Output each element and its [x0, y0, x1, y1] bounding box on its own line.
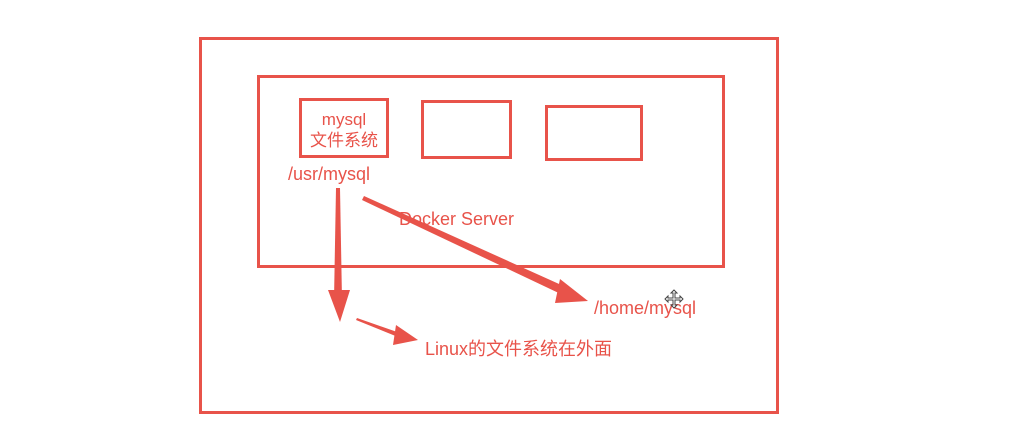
- diagonal-arrow-shaft: [362, 196, 568, 296]
- down-arrow-head: [328, 290, 350, 322]
- host-path-label: /home/mysql: [594, 298, 697, 318]
- mysql-container-box: mysql 文件系统: [299, 98, 389, 158]
- container-box-2: [421, 100, 512, 159]
- container-box-3: [545, 105, 643, 161]
- mysql-container-label: mysql 文件系统: [302, 109, 386, 151]
- container-path-label: /usr/mysql: [288, 164, 371, 184]
- move-cursor-icon: [664, 289, 684, 309]
- short-arrow-shaft: [356, 318, 400, 337]
- short-arrow-head: [393, 325, 418, 345]
- mysql-container-fs: 文件系统: [310, 131, 378, 150]
- down-arrow-shaft: [334, 188, 342, 300]
- docker-server-frame: [257, 75, 725, 268]
- mysql-container-name: mysql: [321, 110, 367, 129]
- host-filesystem-label: Linux的文件系统在外面: [425, 339, 613, 359]
- linux-host-frame: [199, 37, 779, 414]
- diagonal-arrow-head: [555, 279, 588, 303]
- docker-server-label: Docker Server: [399, 209, 515, 229]
